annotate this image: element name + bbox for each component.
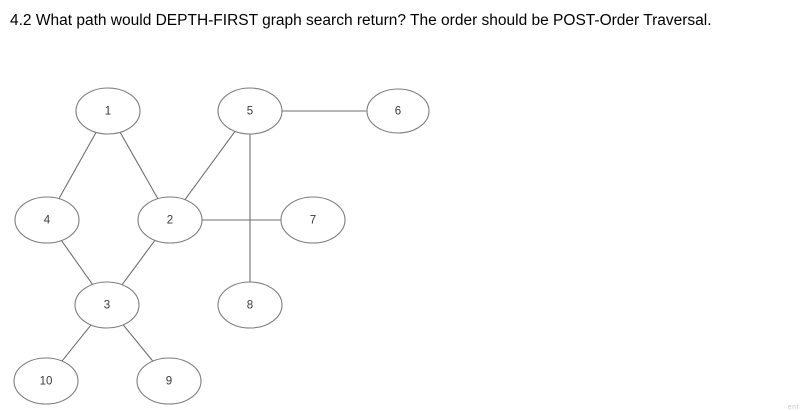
graph-node-6[interactable]: 6 (366, 88, 430, 134)
graph-node-10[interactable]: 10 (13, 357, 79, 405)
graph-node-9[interactable]: 9 (136, 357, 202, 405)
graph-edge-5-2 (184, 131, 236, 200)
graph-edges-layer (58, 110, 367, 362)
graph-node-label-10: 10 (40, 376, 53, 388)
graph-node-circle-4 (14, 196, 80, 244)
graph-node-label-9: 9 (166, 376, 172, 388)
graph-node-label-1: 1 (105, 106, 111, 118)
graph-node-1[interactable]: 1 (75, 87, 141, 135)
graph-node-label-3: 3 (104, 300, 110, 312)
graph-node-5[interactable]: 5 (217, 87, 283, 135)
graph-node-label-4: 4 (44, 215, 51, 227)
graph-edge-3-10 (61, 324, 92, 362)
graph-edge-2-3 (121, 239, 156, 286)
graph-node-2[interactable]: 2 (137, 196, 203, 244)
graph-node-circle-3 (74, 281, 140, 329)
graph-node-3[interactable]: 3 (74, 281, 140, 329)
graph-edge-1-2 (119, 132, 159, 199)
graph-node-7[interactable]: 7 (280, 196, 346, 244)
graph-edge-3-9 (122, 324, 154, 362)
graph-node-circle-5 (217, 87, 283, 135)
question-text: 4.2 What path would DEPTH-FIRST graph se… (10, 12, 712, 29)
graph-node-circle-9 (136, 357, 202, 405)
graph-node-circle-1 (75, 87, 141, 135)
graph-nodes-layer: 1 5 6 4 2 7 3 8 10 9 (13, 87, 430, 405)
graph-node-label-6: 6 (395, 106, 401, 118)
graph-node-8[interactable]: 8 (217, 281, 283, 329)
graph-node-4[interactable]: 4 (14, 196, 80, 244)
graph-node-label-8: 8 (247, 300, 253, 312)
graph-node-circle-10 (13, 357, 79, 405)
graph-node-circle-6 (366, 88, 430, 134)
graph-node-label-5: 5 (247, 106, 253, 118)
graph-node-circle-7 (280, 196, 346, 244)
graph-node-label-7: 7 (310, 215, 316, 227)
graph-node-label-2: 2 (167, 215, 173, 227)
graph-edge-1-4 (58, 132, 97, 199)
graph-edge-4-3 (61, 240, 93, 285)
graph-node-circle-2 (137, 196, 203, 244)
corner-watermark: ent (787, 404, 799, 411)
graph-node-circle-8 (217, 281, 283, 329)
